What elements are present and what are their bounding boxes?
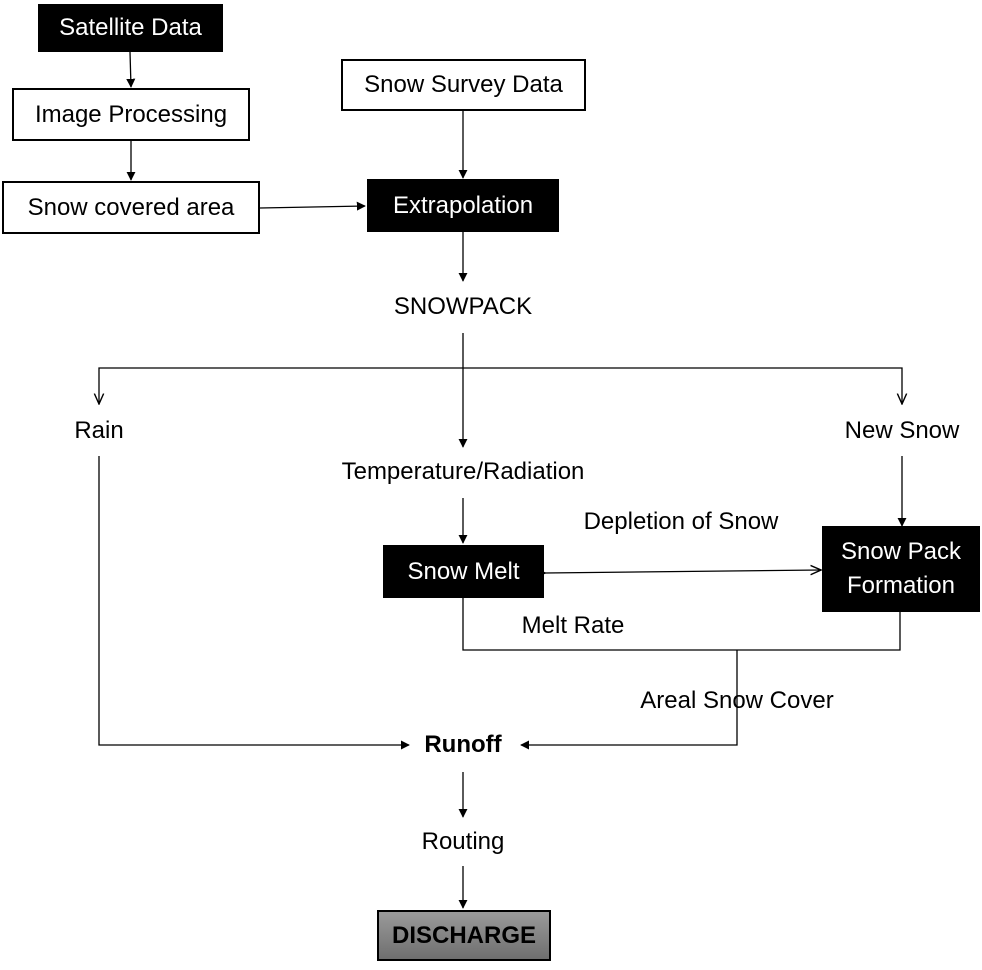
runoff-label: Runoff [424,731,502,758]
snow-pack-formation-line1: Snow Pack [840,538,962,565]
edge-snowpack-branch-rain [99,367,463,404]
edge-melt-rate-merge [462,598,901,651]
edge-rain-to-runoff [98,456,410,750]
edge-snowpack-branch-new-snow [463,367,902,404]
routing-label: Routing [421,828,505,855]
new-snow-label: New Snow [844,417,960,444]
image-processing-box: Image Processing [12,88,250,141]
rain-label: Rain [74,417,124,444]
satellite-data-box: Satellite Data [38,4,223,52]
temperature-radiation-label: Temperature/Radiation [341,458,585,485]
snowpack-label: SNOWPACK [393,293,533,320]
melt-rate-label: Melt Rate [521,612,625,639]
edge-areal-snow-cover-to-runoff [520,650,738,750]
snow-melt-box: Snow Melt [383,545,544,598]
snow-covered-area-box: Snow covered area [2,181,260,234]
areal-snow-cover-label: Areal Snow Cover [640,687,834,714]
edge-depletion-of-snow [545,570,821,573]
edge-snow-covered-area-to-extrapolation [259,201,366,211]
snow-pack-formation-line2: Formation [846,572,956,599]
extrapolation-box: Extrapolation [367,179,559,232]
snow-survey-data-box: Snow Survey Data [341,59,586,111]
edge-satellite-to-image-processing [126,51,136,88]
depletion-of-snow-label: Depletion of Snow [583,508,779,535]
discharge-box: DISCHARGE [377,910,551,961]
snow-pack-formation-box: Snow Pack Formation [822,526,980,612]
